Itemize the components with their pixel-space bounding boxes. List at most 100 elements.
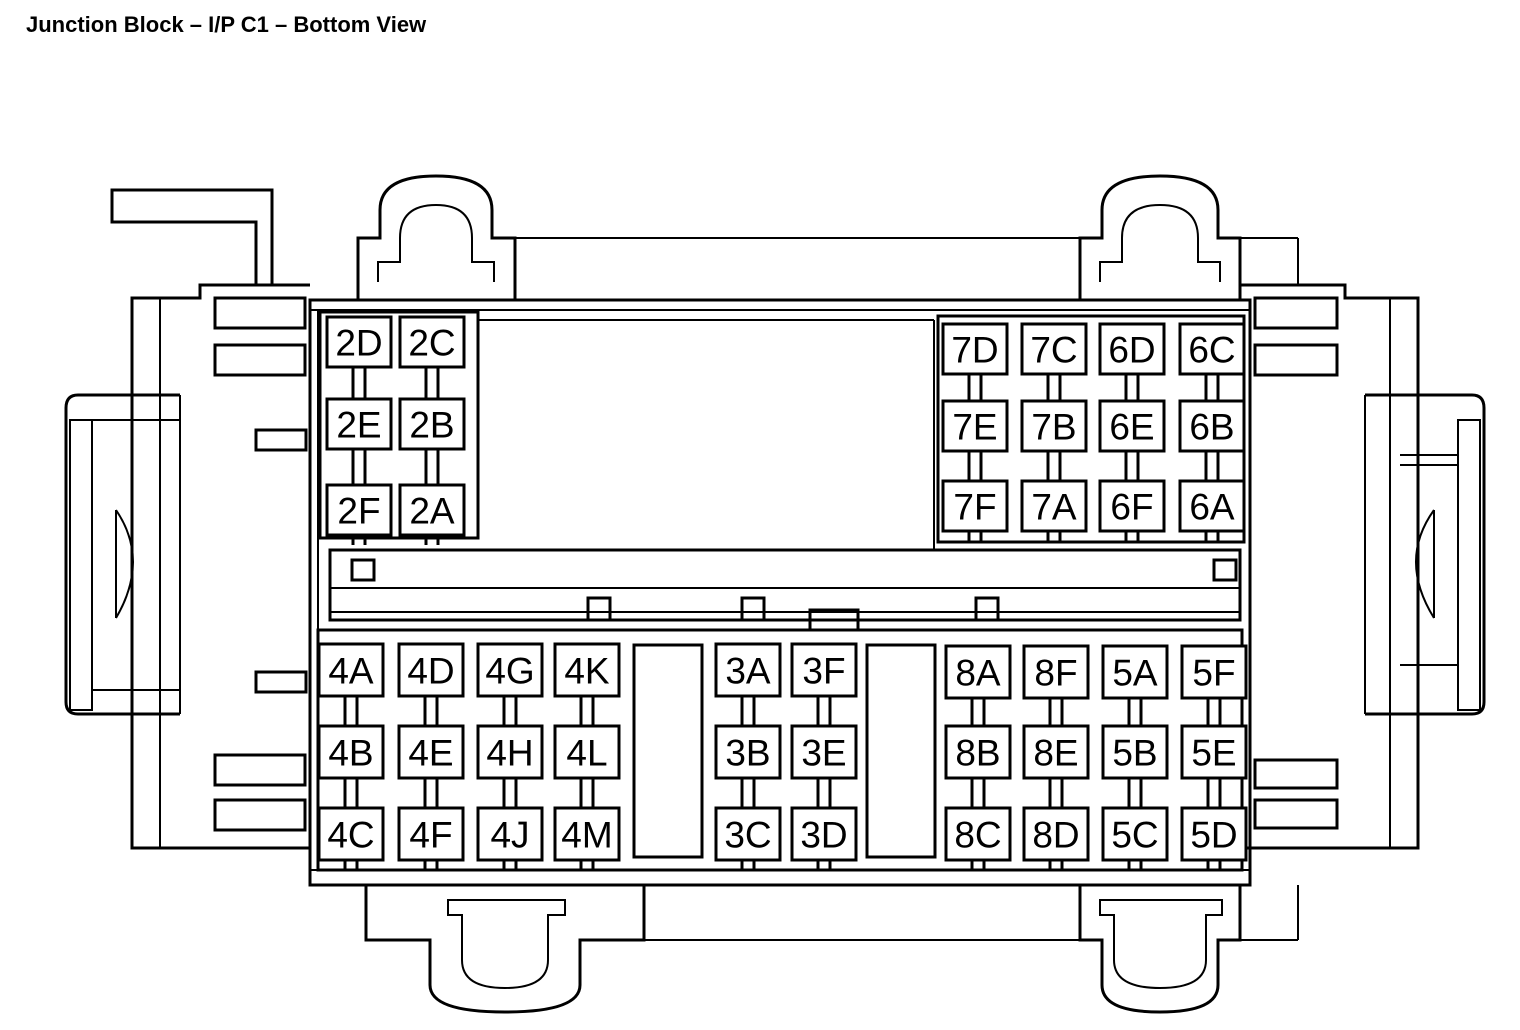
right-rib-2 [1253, 343, 1339, 377]
terminal-box [790, 724, 858, 780]
terminal-box [317, 642, 385, 698]
terminal-label-4h: 4H [486, 733, 533, 774]
terminal-box [1180, 644, 1248, 700]
terminal-box [553, 642, 621, 698]
terminal-label-6d: 6D [1108, 330, 1155, 371]
terminal-box [1022, 644, 1090, 700]
terminal-label-4m: 4M [561, 815, 612, 856]
terminal-label-4g: 4G [485, 651, 534, 692]
terminal-box [1098, 399, 1166, 453]
terminal-label-5c: 5C [1111, 815, 1158, 856]
terminal-box [714, 642, 782, 698]
left-rib-1 [213, 296, 307, 330]
main-body [308, 298, 1252, 887]
terminal-box [1020, 399, 1088, 453]
top-right-mount-ear [1078, 174, 1242, 300]
terminal-box [397, 806, 465, 862]
terminal-label-8e: 8E [1033, 733, 1078, 774]
terminal-box [553, 806, 621, 862]
terminal-label-5a: 5A [1112, 653, 1158, 694]
terminal-box [398, 483, 466, 537]
terminal-box [941, 322, 1009, 376]
right-rib-1 [1253, 296, 1339, 330]
right-rib-4 [1253, 798, 1339, 830]
terminal-box [553, 724, 621, 780]
terminal-label-7e: 7E [952, 407, 997, 448]
terminal-label-2b: 2B [409, 405, 454, 446]
terminal-label-7c: 7C [1030, 330, 1077, 371]
terminal-label-6e: 6E [1109, 407, 1154, 448]
terminal-box [317, 806, 385, 862]
terminal-box [317, 724, 385, 780]
terminal-box [397, 724, 465, 780]
top-left-tab [110, 188, 274, 287]
terminal-label-5b: 5B [1112, 733, 1157, 774]
terminal-label-8a: 8A [955, 653, 1001, 694]
terminal-label-4k: 4K [564, 651, 610, 692]
terminal-label-4f: 4F [409, 815, 452, 856]
terminal-label-4e: 4E [408, 733, 453, 774]
terminal-box [790, 806, 858, 862]
page-title: Junction Block – I/P C1 – Bottom View [26, 12, 427, 37]
terminal-box [476, 724, 544, 780]
terminal-box [1022, 724, 1090, 780]
blank-slot-left [632, 643, 704, 859]
terminal-box [1180, 806, 1248, 862]
bottom-left-mount-ear [364, 885, 646, 1014]
terminal-box [790, 642, 858, 698]
terminal-box [398, 397, 466, 451]
terminal-box [941, 479, 1009, 533]
terminal-label-6b: 6B [1189, 407, 1234, 448]
bottom-right-mount-ear [1078, 885, 1242, 1014]
terminal-label-6f: 6F [1110, 487, 1153, 528]
terminal-label-8c: 8C [954, 815, 1001, 856]
terminal-label-3e: 3E [801, 733, 846, 774]
terminal-box [714, 724, 782, 780]
left-notch-2 [254, 670, 308, 694]
left-notch-1 [254, 428, 308, 452]
terminal-box [398, 315, 466, 369]
terminal-label-3d: 3D [800, 815, 847, 856]
terminal-label-8d: 8D [1032, 815, 1079, 856]
terminal-label-7f: 7F [953, 487, 996, 528]
terminal-box [397, 642, 465, 698]
blank-slot-right [865, 643, 937, 859]
terminal-label-2c: 2C [408, 323, 455, 364]
terminal-label-3b: 3B [725, 733, 770, 774]
terminal-label-4c: 4C [327, 815, 374, 856]
terminal-box [1020, 479, 1088, 533]
terminal-label-2e: 2E [336, 405, 381, 446]
terminal-label-2d: 2D [335, 323, 382, 364]
right-latch-inner [1457, 419, 1481, 711]
terminal-box [325, 483, 393, 537]
terminal-label-5d: 5D [1190, 815, 1237, 856]
left-latch [64, 393, 180, 716]
terminal-label-4l: 4L [566, 733, 607, 774]
terminal-label-8b: 8B [955, 733, 1000, 774]
terminal-label-4a: 4A [328, 651, 374, 692]
terminal-label-4b: 4B [328, 733, 373, 774]
terminal-label-6a: 6A [1189, 487, 1235, 528]
terminal-label-4d: 4D [407, 651, 454, 692]
left-latch-inner [69, 419, 93, 711]
terminal-box [1020, 322, 1088, 376]
right-latch-arc [1415, 509, 1435, 619]
terminal-label-3c: 3C [724, 815, 771, 856]
terminal-box [1178, 399, 1246, 453]
terminal-label-7b: 7B [1031, 407, 1076, 448]
left-rib-3 [213, 753, 307, 787]
terminal-label-4j: 4J [490, 815, 529, 856]
terminal-label-2f: 2F [337, 491, 380, 532]
terminal-label-8f: 8F [1034, 653, 1077, 694]
terminal-box [476, 642, 544, 698]
terminal-box [476, 806, 544, 862]
terminal-box [1098, 479, 1166, 533]
left-rib-4 [213, 798, 307, 832]
terminal-box [1098, 322, 1166, 376]
right-rib-3 [1253, 758, 1339, 790]
terminal-box [714, 806, 782, 862]
terminal-box [1101, 806, 1169, 862]
terminal-box [941, 399, 1009, 453]
